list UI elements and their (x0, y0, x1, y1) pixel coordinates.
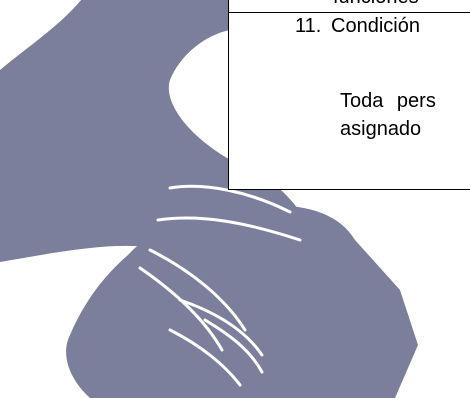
clause-title: Condición (331, 15, 420, 37)
clause-body: Toda pers asignado (340, 87, 436, 143)
finger-line (148, 248, 247, 332)
clause-table: funciones 11. Condición Toda pers asignad… (228, 0, 470, 190)
table-row-previous: funciones (229, 0, 470, 13)
finger-line (178, 298, 264, 357)
finger-line (138, 266, 224, 352)
finger-line (168, 184, 292, 214)
clause-heading: 11. Condición (295, 12, 420, 40)
finger-line (203, 318, 264, 374)
clause-body-line: Toda pers (340, 90, 436, 112)
previous-row-text: funciones (333, 0, 419, 7)
clause-number: 11. (295, 15, 322, 37)
finger-line (156, 216, 302, 242)
finger-line (168, 328, 242, 387)
clause-body-line: asignado (340, 118, 422, 140)
